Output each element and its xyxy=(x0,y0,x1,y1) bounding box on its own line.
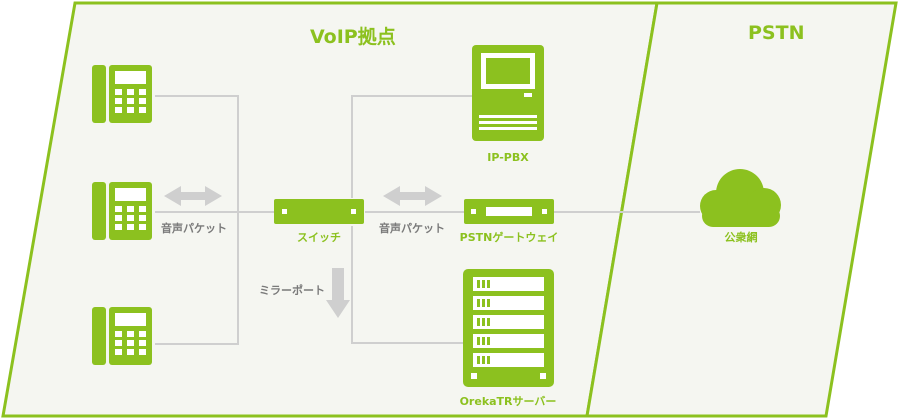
pstn-gateway-icon xyxy=(464,199,554,224)
ip-pbx-label: IP-PBX xyxy=(487,151,529,164)
server-link xyxy=(351,226,463,344)
switch-icon xyxy=(274,199,364,224)
phone-top-link xyxy=(155,95,239,211)
voice-packet-arrow-right xyxy=(383,186,442,206)
voice-packet-arrow-left xyxy=(164,186,222,206)
switch-label: スイッチ xyxy=(297,231,341,244)
phone-icon xyxy=(92,182,152,240)
pstn-gateway-label: PSTNゲートウェイ xyxy=(459,231,559,244)
voice-packet-right-label: 音声パケット xyxy=(379,222,445,235)
voice-packet-left-label: 音声パケット xyxy=(161,222,227,235)
oreka-server-icon xyxy=(463,269,554,387)
mirror-port-arrow xyxy=(326,268,350,318)
mirror-port-label: ミラーポート xyxy=(259,284,325,297)
phone-bottom-link xyxy=(155,211,239,345)
pstn-zone-title: PSTN xyxy=(748,22,805,44)
pbx-link xyxy=(351,95,472,198)
oreka-server-label: OrekaTRサーバー xyxy=(459,395,557,408)
voip-zone-title: VoIP拠点 xyxy=(310,26,396,48)
connection-lines xyxy=(155,95,700,345)
ip-pbx-icon xyxy=(472,45,544,141)
phone-icon xyxy=(92,307,152,365)
public-network-label: 公衆網 xyxy=(724,231,758,244)
phone-icon xyxy=(92,65,152,123)
cloud-icon xyxy=(700,169,781,227)
